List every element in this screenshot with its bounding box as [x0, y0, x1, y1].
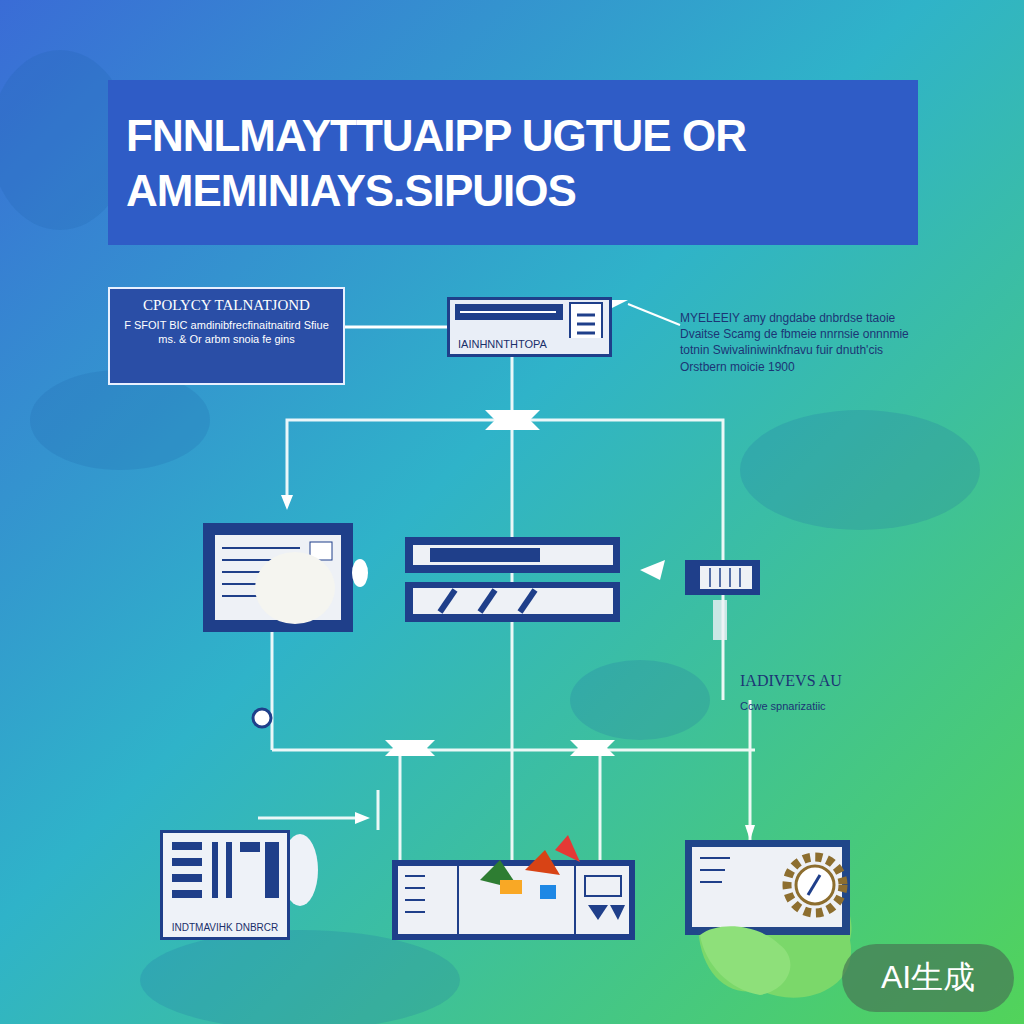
dashboard-box	[392, 835, 635, 940]
list-box-decoration	[160, 830, 318, 940]
pointer-line	[628, 304, 680, 325]
stacked-bars	[405, 537, 620, 622]
info-box: CPOLYCY TALNATJOND F SFOIT BIC amdinibfre…	[108, 287, 345, 385]
window-box: IAINHNNTHTOPA	[447, 297, 612, 357]
watermark: AI生成	[842, 944, 1014, 1012]
box-heading: CPOLYCY TALNATJOND	[120, 297, 333, 314]
title-band: FNNLMAYTTUAIPP UGTUE OR AMEMINIAYS.SIPUI…	[108, 80, 918, 245]
note-text: IADIVEVS AU	[740, 672, 842, 690]
device-box	[685, 560, 760, 640]
list-box: INDTMAVIHK DNBRCR	[160, 830, 290, 940]
box-heading: INDTMAVIHK DNBRCR	[169, 922, 281, 933]
bowtie	[485, 410, 540, 430]
document-box	[203, 523, 368, 632]
box-body: F SFOIT BIC amdinibfrecfinaitnaitird Sfi…	[120, 318, 333, 347]
gear-map-box	[685, 840, 852, 998]
title: FNNLMAYTTUAIPP UGTUE OR AMEMINIAYS.SIPUI…	[126, 108, 900, 218]
note-text: Ccwe spnarizatiic	[740, 700, 826, 712]
connector	[345, 326, 447, 329]
junction-dot	[253, 709, 271, 727]
texture-blotches	[0, 50, 980, 1024]
box-heading: IAINHNNTHTOPA	[456, 338, 603, 350]
note-text: MYELEEIY amy dngdabe dnbrdse ttaoie Dvai…	[680, 310, 930, 375]
window-box-decoration	[447, 297, 612, 357]
